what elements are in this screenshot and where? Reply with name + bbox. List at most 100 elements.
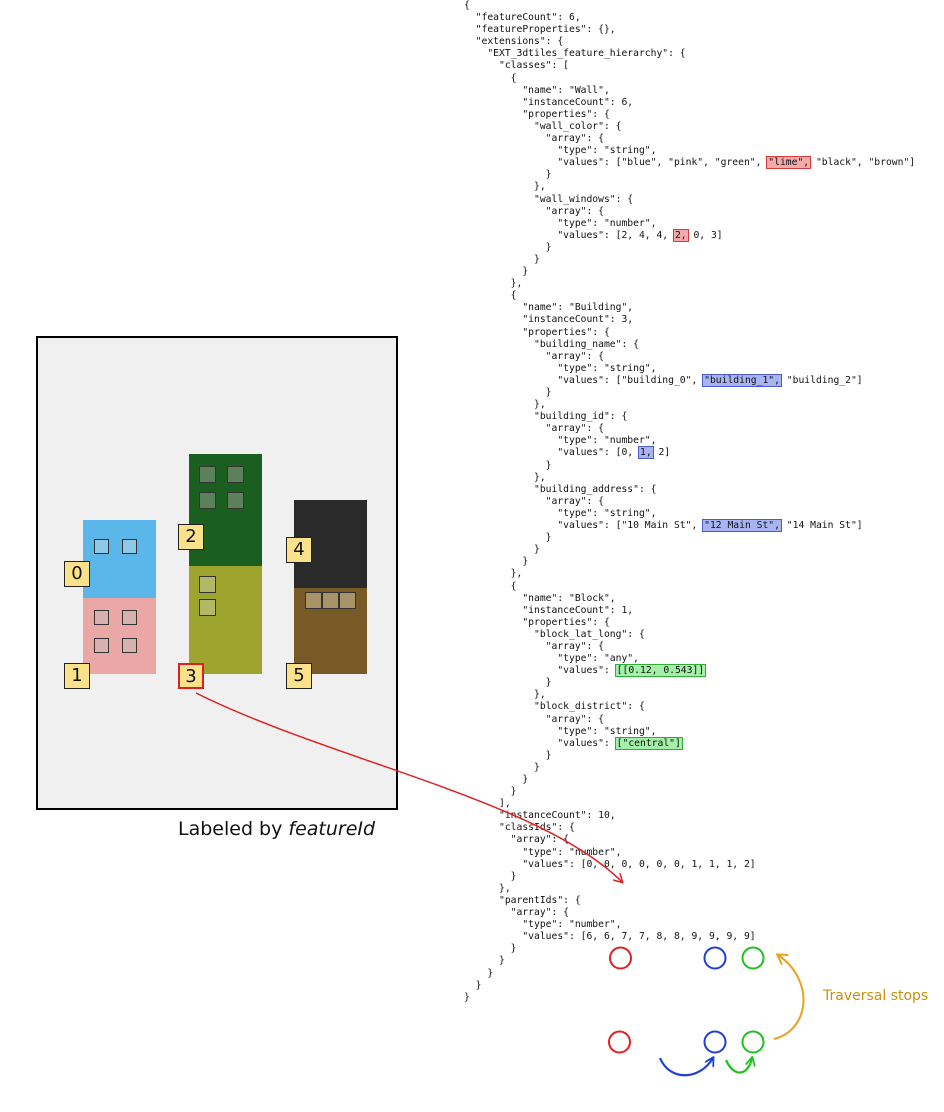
parentid-circle-blue	[703, 1030, 727, 1054]
caption-prefix: Labeled by	[178, 818, 289, 840]
code-segment: "values": ["building_0",	[464, 374, 704, 386]
highlighted-value: 1,	[638, 446, 654, 460]
highlighted-value: "12 Main St",	[702, 519, 782, 533]
green-traversal-arrow	[724, 1058, 752, 1074]
code-segment: 0, 3]	[687, 229, 723, 241]
code-line: "EXT_3dtiles_feature_hierarchy": {	[464, 48, 686, 60]
code-line: {	[464, 72, 517, 84]
code-line: "values": [[0.12, 0.543]]	[464, 664, 915, 678]
highlighted-value: ["central"]	[614, 736, 683, 750]
code-segment: "values": [0,	[464, 447, 639, 459]
code-line: "array": {	[464, 713, 604, 725]
window	[227, 492, 244, 509]
window	[199, 466, 216, 483]
feature-id-label-0: 0	[64, 561, 90, 587]
code-line: },	[464, 471, 546, 483]
code-line: "name": "Block",	[464, 592, 616, 604]
highlighted-value: "lime",	[766, 156, 812, 170]
feature-id-label-3: 3	[178, 663, 204, 689]
code-line: }	[464, 169, 552, 181]
feature-id-label-4: 4	[286, 537, 312, 563]
code-line: }	[464, 749, 552, 761]
parentid-circle-red	[608, 1030, 631, 1054]
window	[199, 576, 216, 593]
wall-3-lime	[189, 566, 262, 674]
code-segment: "values":	[464, 665, 616, 677]
code-line: "array": {	[464, 423, 604, 435]
code-line: "featureCount": 6,	[464, 12, 581, 24]
json-code-listing: { "featureCount": 6, "featureProperties"…	[464, 0, 915, 1004]
code-segment: "black", "brown"]	[810, 157, 916, 169]
code-line: {	[464, 290, 517, 302]
highlighted-value: 2,	[672, 228, 689, 242]
feature-id-label-5: 5	[286, 663, 312, 689]
code-line: "values": ["blue", "pink", "green", "lim…	[464, 156, 916, 170]
scene-caption: Labeled by featureId	[178, 818, 375, 840]
code-segment: "14 Main St"]	[780, 520, 863, 532]
code-line: "instanceCount": 6,	[464, 96, 634, 108]
code-line: "type": "number",	[464, 435, 657, 447]
parentid-circle-green	[741, 1030, 765, 1054]
code-line: "array": {	[464, 834, 569, 846]
feature-id-label-1: 1	[64, 663, 90, 689]
code-line: "values": [2, 4, 4, 2, 0, 3]	[464, 228, 915, 242]
highlighted-value: [[0.12, 0.543]]	[614, 664, 707, 678]
code-line: "block_lat_long": {	[464, 628, 645, 640]
caption-emphasis: featureId	[288, 818, 376, 840]
wall-1-pink	[83, 598, 156, 674]
window	[322, 592, 339, 609]
code-line: "instanceCount": 10,	[464, 810, 616, 822]
code-line: }	[464, 253, 540, 265]
code-line: "type": "string",	[464, 507, 657, 519]
code-line: "values": [0, 1, 2]	[464, 446, 915, 460]
code-line: "array": {	[464, 133, 604, 145]
wall-0-blue	[83, 520, 156, 598]
building-scene: 0 1 2 3 4 5	[36, 336, 398, 810]
code-line: "properties": {	[464, 616, 610, 628]
code-line: "array": {	[464, 640, 604, 652]
code-segment: "building_2"]	[780, 374, 863, 386]
code-line: }	[464, 677, 552, 689]
code-line: }	[464, 544, 540, 556]
window	[122, 539, 137, 554]
code-segment: "values": ["10 Main St",	[464, 520, 704, 532]
code-line: "array": {	[464, 205, 604, 217]
wall-2-green	[189, 454, 262, 566]
code-line: "instanceCount": 1,	[464, 604, 634, 616]
code-line: }	[464, 532, 552, 544]
code-line: },	[464, 882, 511, 894]
code-line: }	[464, 459, 552, 471]
code-line: "building_address": {	[464, 483, 657, 495]
code-line: "building_id": {	[464, 411, 628, 423]
code-segment: "values":	[464, 737, 616, 749]
code-line: "type": "number",	[464, 919, 622, 931]
code-line: "building_name": {	[464, 338, 639, 350]
code-segment: "values": [2, 4, 4,	[464, 229, 674, 241]
code-line: "properties": {	[464, 326, 610, 338]
code-line: }	[464, 967, 494, 979]
code-line: "values": ["central"]	[464, 736, 915, 750]
code-line: }	[464, 979, 482, 991]
code-line: }	[464, 943, 517, 955]
window	[94, 638, 109, 653]
code-line: }	[464, 761, 540, 773]
code-line: "values": ["10 Main St", "12 Main St", "…	[464, 519, 915, 533]
code-line: }	[464, 955, 505, 967]
wall-5-brown	[294, 588, 367, 674]
code-line: "parentIds": {	[464, 894, 581, 906]
window	[122, 638, 137, 653]
code-line: }	[464, 556, 529, 568]
window	[199, 492, 216, 509]
code-line: },	[464, 278, 523, 290]
code-line: "type": "string",	[464, 145, 657, 157]
code-line: "name": "Wall",	[464, 84, 610, 96]
feature-id-label-2: 2	[178, 524, 204, 550]
code-line: "values": [6, 6, 7, 7, 8, 8, 9, 9, 9, 9]	[464, 931, 756, 943]
code-line: "type": "string",	[464, 725, 657, 737]
code-line: "array": {	[464, 907, 569, 919]
traversal-stops-label: Traversal stops	[823, 988, 929, 1004]
code-line: },	[464, 181, 546, 193]
highlighted-value: "building_1",	[702, 373, 782, 387]
code-line: "classIds": {	[464, 822, 575, 834]
code-line: "classes": [	[464, 60, 569, 72]
